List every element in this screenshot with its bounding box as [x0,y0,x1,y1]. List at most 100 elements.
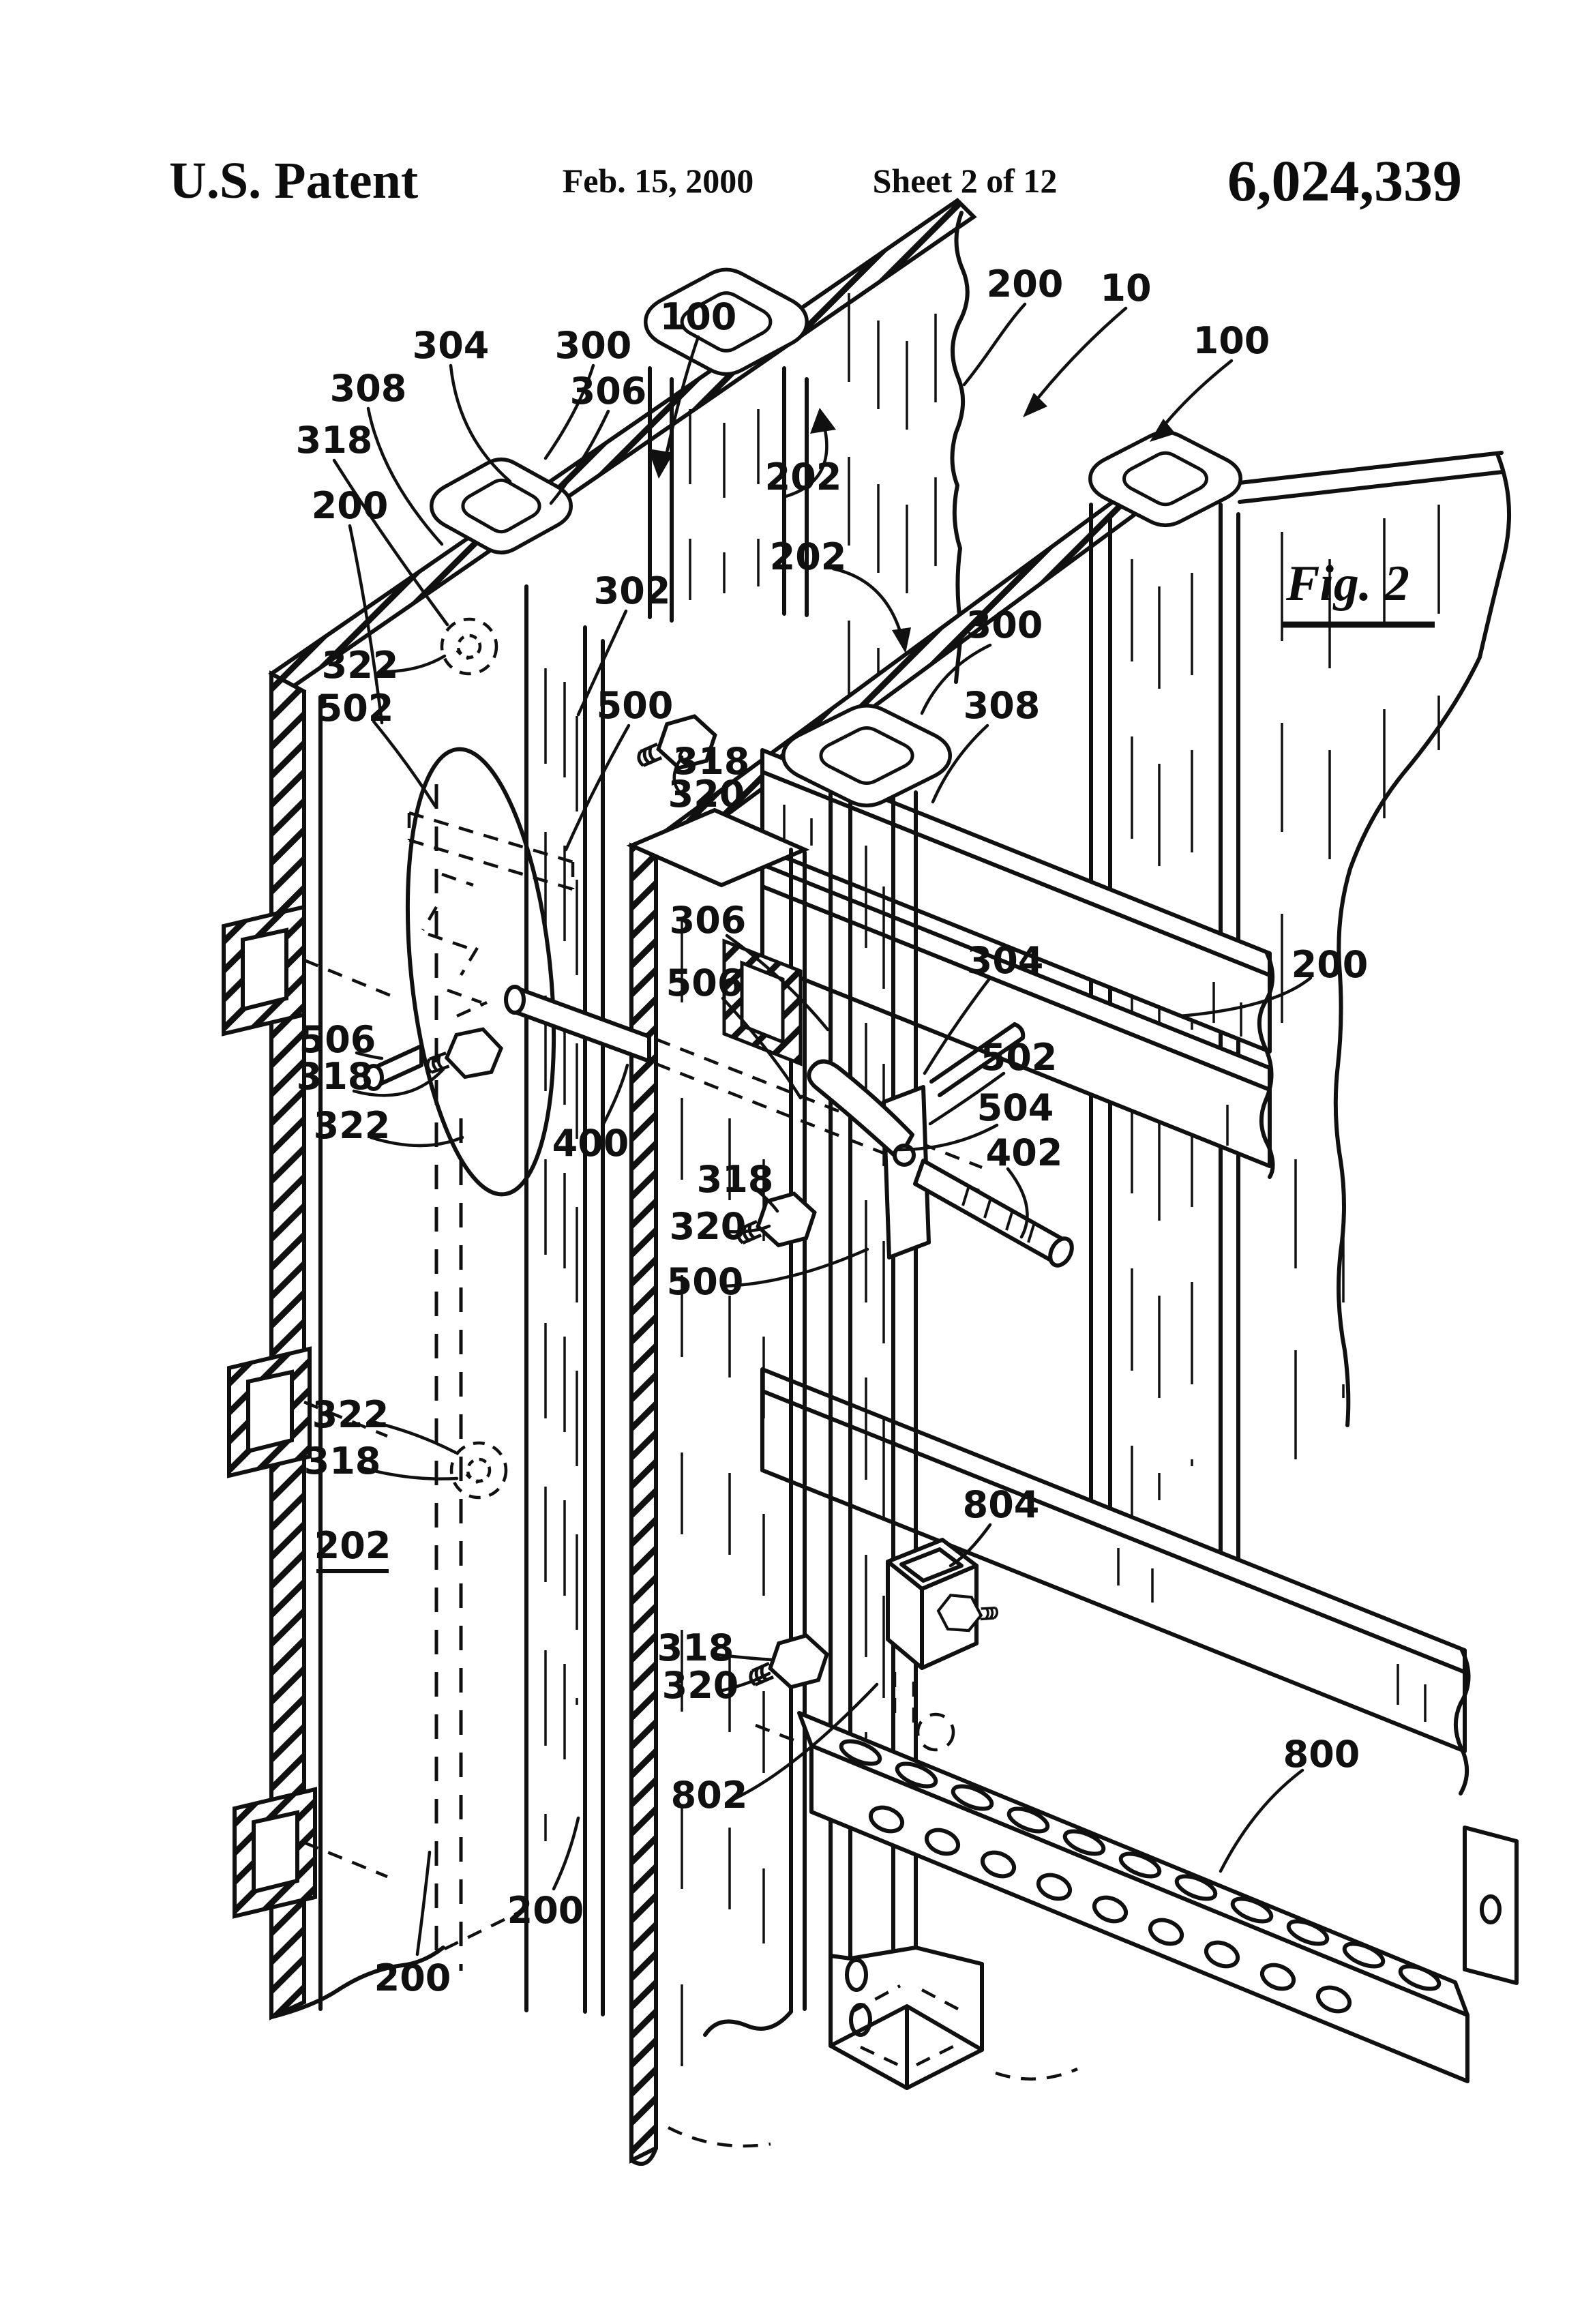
figure-caption-text: Fig. 2 [1285,556,1409,612]
ref-label-804: 804 [963,1483,1040,1526]
ref-label-400: 400 [552,1122,629,1165]
reference-labels: 304 300 308 306 318 200 100 202 200 10 1… [296,263,1369,1999]
ref-label-506-b: 506 [299,1018,376,1061]
ref-label-318-c: 318 [297,1055,374,1098]
ref-label-202-underlined: 202 [314,1524,391,1567]
ref-label-800: 800 [1283,1733,1360,1776]
center-rail-bottom-curl [629,2146,658,2166]
ref-label-500-b: 500 [667,1260,744,1303]
tie-socket-3 [235,1789,315,1916]
stud-hole-1 [845,1958,868,1992]
torn-edge-upper-sheet [950,211,970,684]
ref-label-306-a: 306 [570,370,647,413]
ref-label-318-d: 318 [697,1158,774,1201]
ref-label-300-a: 300 [555,324,632,367]
perforated-brace [755,1711,1519,2083]
patent-date: Feb. 15, 2000 [563,162,754,200]
flat-tie-dashed [407,811,575,891]
right-sheet-grain [1281,505,1440,1466]
patent-office-title: U.S. Patent [169,152,418,209]
hidden-stud-edges-dashed [434,784,463,1971]
center-stud-grain [865,846,885,1909]
tie-socket-1 [224,907,304,1034]
wedge-bar [929,1022,1026,1097]
ref-label-802: 802 [671,1774,748,1817]
ref-label-304-b: 304 [967,939,1044,982]
tie-socket-2 [229,1349,310,1476]
lower-waler [760,1367,1471,1796]
lower-waler-top-face [760,1367,1467,1674]
brace-front-face [809,1744,1469,2083]
ref-label-308-a: 308 [330,367,407,410]
ref-label-318-f: 318 [657,1626,734,1669]
center-rail-grain [681,921,765,2080]
wedge-clamp [807,1022,1074,1268]
center-rail-slot-hole [740,960,785,1045]
ref-label-302: 302 [594,569,671,612]
brace-end-plate-hole [1480,1894,1502,1924]
tie-rod-outer-ridges [961,1187,1035,1243]
ref-label-100-a: 100 [660,295,737,338]
patent-number: 6,024,339 [1227,148,1462,213]
bottom-torn-dashes [667,2067,1078,2148]
tie-hole-rosette-upper [442,619,496,674]
ref-label-322-a: 322 [322,644,399,687]
tie-rod-outer [913,1159,1066,1265]
brace-end-plate [1463,1826,1519,1985]
bracket-hidden-hole [916,1712,955,1752]
left-panel-bottom-torn-edge [269,1946,445,2019]
center-rail-top-face [626,807,810,888]
ref-label-200-c: 200 [1292,943,1369,986]
oval-flange [405,747,556,1197]
brace-holes-front [868,1805,1352,2014]
rail-shaft-top-center [648,366,809,623]
ref-label-502-a: 502 [317,687,394,730]
center-stud [783,706,982,2090]
left-stud-edges [524,584,605,2016]
ref-label-502-b: 502 [981,1036,1058,1079]
right-sheet-top-edge [1238,451,1505,504]
bracket-hidden-dashes [893,1672,916,1729]
sheet-number: Sheet 2 of 12 [873,162,1058,200]
figure-2-drawing: 304 300 308 306 318 200 100 202 200 10 1… [224,200,1519,2166]
ref-label-202-a: 202 [765,456,842,498]
grain-rail-top-center [689,409,760,600]
figure-caption: Fig. 2 [1282,556,1435,628]
ref-label-318-a: 318 [296,419,373,462]
ref-label-306-b: 306 [670,899,747,942]
ref-label-304-a: 304 [413,324,490,367]
ref-label-322-c: 322 [312,1393,389,1436]
ref-label-320-b: 320 [670,1205,747,1248]
center-rail [626,807,810,2166]
center-stud-bottom-hidden [851,1984,967,2071]
tie-rod-left-end [504,985,526,1015]
oval-flange-hidden-dashes [421,872,488,1018]
brace-holes-top [839,1739,1442,1991]
ref-label-320-c: 320 [662,1664,739,1707]
ref-label-504: 504 [977,1086,1054,1129]
ref-label-200-a: 200 [312,484,389,527]
ref-label-318-b: 318 [673,740,750,783]
center-stud-edges [829,782,918,1961]
ref-label-202-b: 202 [770,535,847,578]
ref-label-308-b: 308 [964,684,1041,727]
grain-upper-sheet [848,293,937,696]
brace-hidden-left [755,1723,800,1744]
ref-label-200-b: 200 [987,263,1064,306]
lower-waler-torn-end [1453,1648,1471,1796]
ref-label-10: 10 [1100,267,1151,310]
ref-label-402: 402 [986,1131,1063,1174]
leader-lines [332,302,1313,1956]
tie-axis-dashes [303,958,395,1879]
tie-rod-body [513,985,651,1063]
ref-label-318-e: 318 [304,1440,381,1483]
left-stud-grain [544,668,578,1841]
right-sheet-torn-edge [1333,452,1512,1427]
ref-label-500-a: 500 [597,684,674,727]
sheet-header: U.S. Patent Feb. 15, 2000 Sheet 2 of 12 … [169,148,1462,213]
stud-hole-2 [849,2003,872,2037]
ref-label-506-a: 506 [666,962,743,1004]
upper-waler [760,748,1275,1179]
lower-waler-front-face [760,1389,1467,1753]
